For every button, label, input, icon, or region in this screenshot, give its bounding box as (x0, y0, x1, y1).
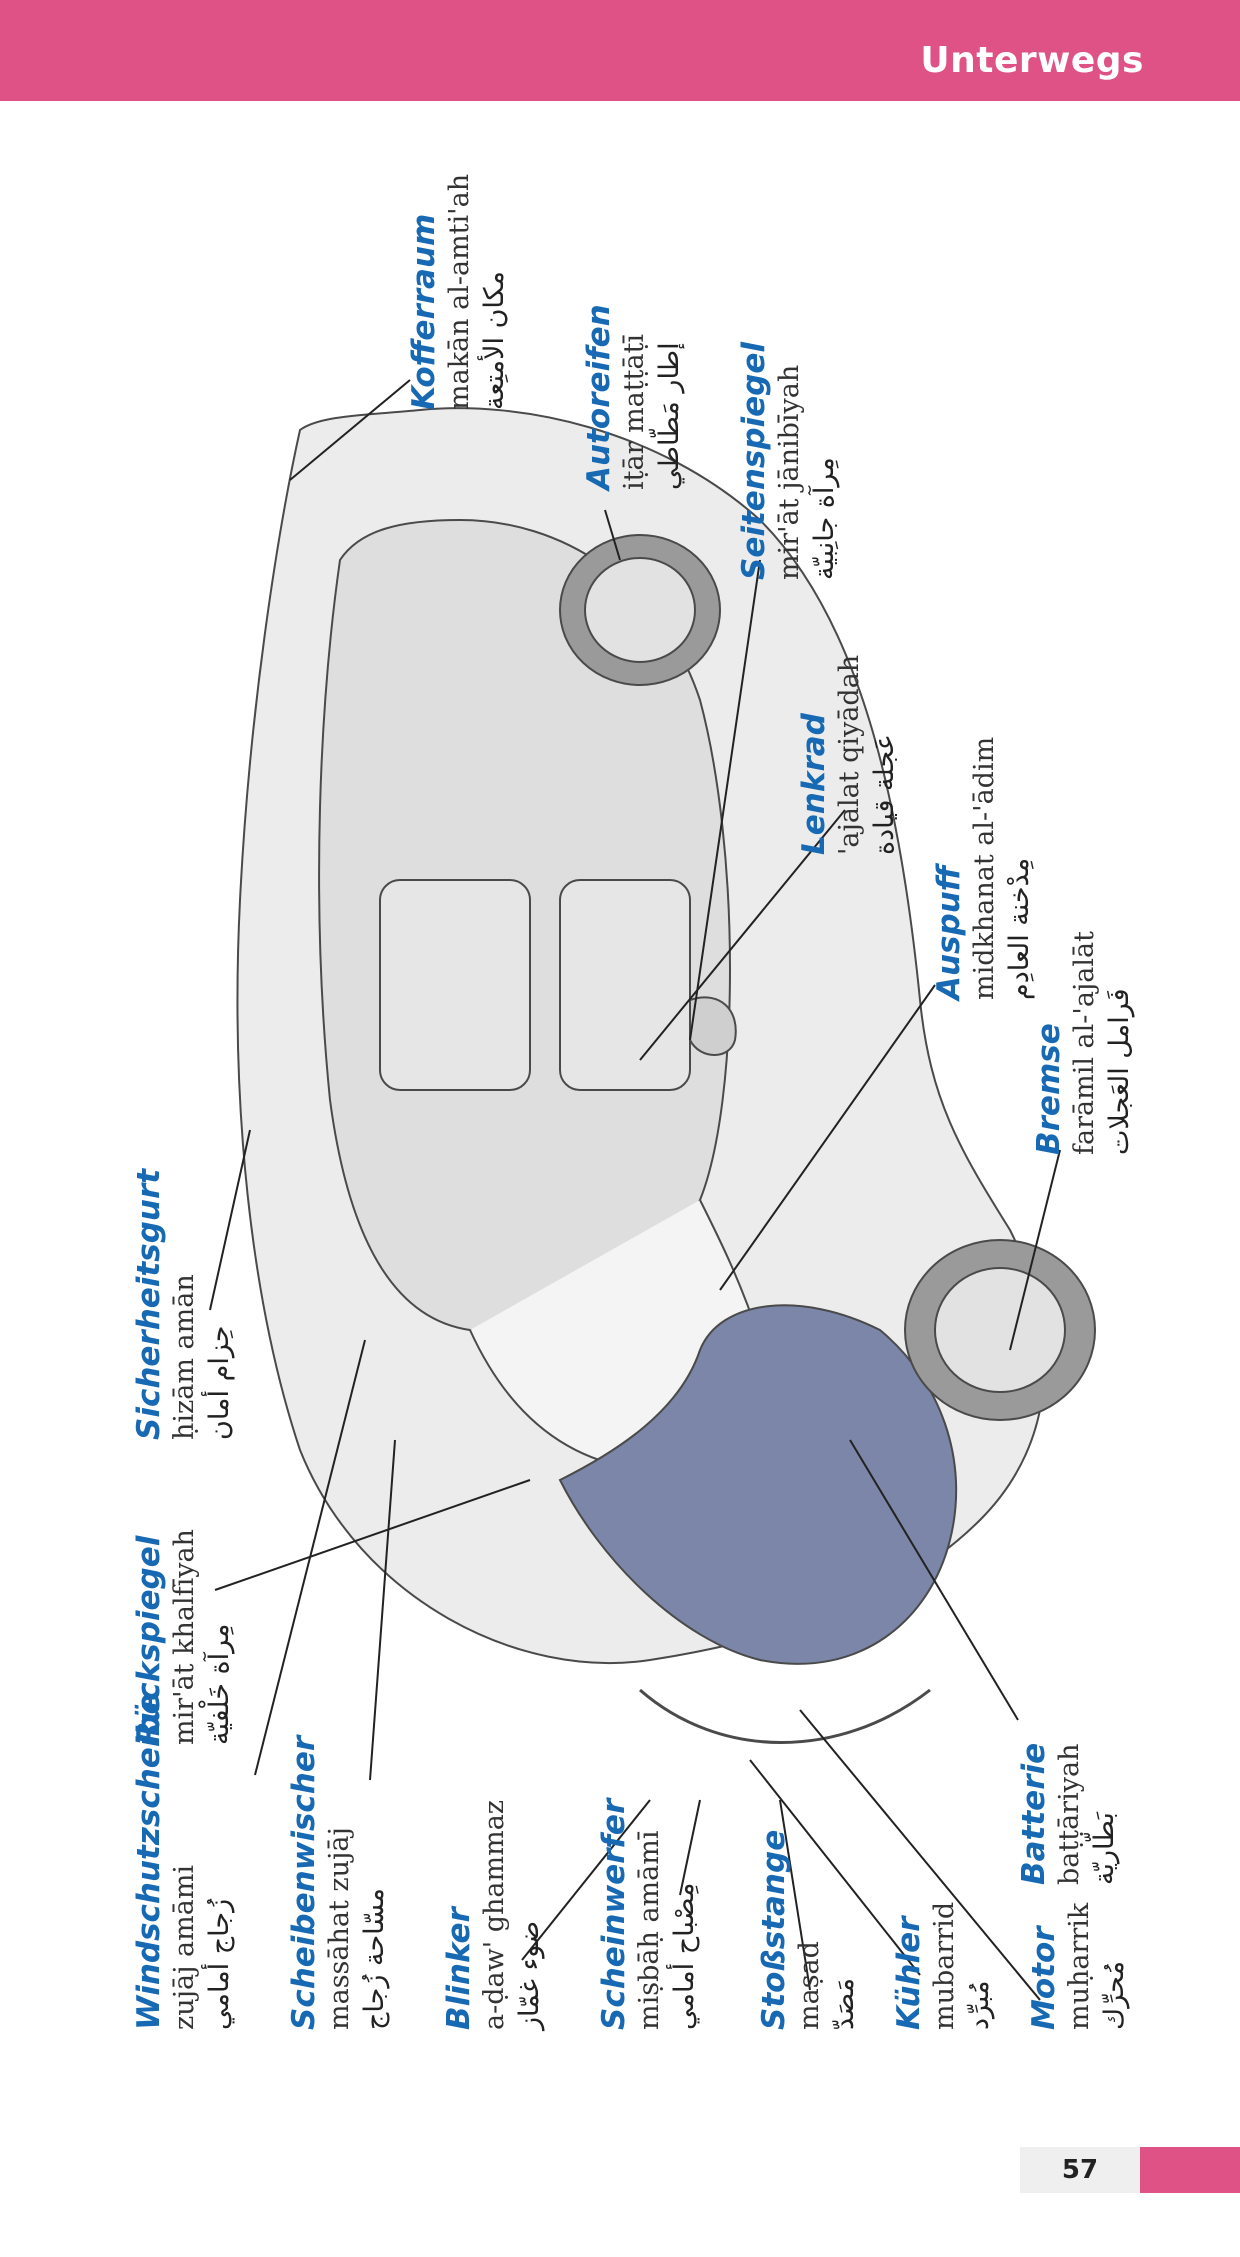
label-transliteration: ḥizām amān (169, 1274, 200, 1440)
label-batterie: Batterie baṭṭāriyah بَطّاريّة (1015, 1743, 1123, 1885)
label-arabic: مسّاحة زُجاج (359, 1888, 390, 2030)
label-transliteration: miṣbāḥ amāmī (634, 1830, 665, 2030)
car-body (236, 407, 1096, 1744)
footer-accent (1140, 2147, 1240, 2193)
leader-lines (209, 379, 1061, 2001)
label-german: Kofferraum (406, 213, 442, 410)
label-arabic: مِرآة خَلْفيّة (204, 1623, 235, 1746)
label-stossstange: Stoßstange maṣad مَصَدّ (755, 1830, 863, 2030)
label-scheibenwischer: Scheibenwischer massāhat zujāj مسّاحة زُ… (285, 1736, 393, 2030)
label-scheinwerfer: Scheinwerfer miṣbāḥ amāmī مِصْباح أمامي (595, 1799, 703, 2030)
label-transliteration: mir'āt khalfīyah (169, 1529, 200, 1745)
label-transliteration: mubarrid (929, 1901, 960, 2030)
label-arabic: ضوء غمّاز (514, 1920, 545, 2030)
label-arabic: مُبرِّد (964, 1980, 995, 2030)
label-transliteration: a-ḍaw' ghammaz (479, 1799, 510, 2030)
label-arabic: حِزام أمان (204, 1325, 235, 1440)
label-german: Lenkrad (796, 713, 832, 855)
label-german: Rückspiegel (131, 1535, 167, 1745)
label-kofferraum: Kofferraum makān al-amti'ah مكان الأمتِع… (405, 174, 513, 410)
label-arabic: مِصْباح أمامي (669, 1882, 700, 2030)
label-transliteration: baṭṭāriyah (1054, 1743, 1085, 1885)
label-transliteration: muḥarrik (1064, 1902, 1095, 2030)
label-german: Autoreifen (581, 304, 617, 490)
page-title: Unterwegs (920, 40, 1144, 81)
label-sicherheitsgurt: Sicherheitsgurt ḥizām amān حِزام أمان (130, 1169, 238, 1440)
label-arabic: فَرامل العَجلات (1104, 988, 1135, 1155)
label-transliteration: 'ajalat qiyādah (834, 654, 865, 855)
label-german: Kühler (891, 1916, 927, 2030)
label-german: Scheibenwischer (286, 1735, 322, 2030)
label-arabic: إطار مَطّاطي (654, 342, 685, 490)
label-arabic: مُحرِّك (1099, 1960, 1130, 2030)
label-transliteration: iṭār maṭṭāṭī (619, 333, 650, 490)
label-german: Scheinwerfer (596, 1798, 632, 2030)
label-kuehler: Kühler mubarrid مُبرِّد (890, 1902, 998, 2030)
label-german: Seitenspiegel (736, 341, 772, 580)
label-arabic: بَطّاريّة (1089, 1812, 1120, 1885)
label-blinker: Blinker a-ḍaw' ghammaz ضوء غمّاز (440, 1800, 548, 2030)
label-transliteration: maṣad (794, 1941, 825, 2030)
label-auspuff: Auspuff midkhanat al-'ādim مِدْخنة العاد… (930, 737, 1038, 1000)
label-rueckspiegel: Rückspiegel mir'āt khalfīyah مِرآة خَلْف… (130, 1529, 238, 1745)
page-number: 57 (1061, 2155, 1099, 2185)
label-arabic: مَصَدّ (829, 1977, 860, 2030)
label-german: Stoßstange (756, 1829, 792, 2030)
label-arabic: مِدْخنة العادِم (1004, 857, 1035, 1000)
label-autoreifen: Autoreifen iṭār maṭṭāṭī إطار مَطّاطي (580, 304, 688, 490)
label-transliteration: midkhanat al-'ādim (969, 736, 1000, 1000)
label-seitenspiegel: Seitenspiegel mir'āt jānibīyah مِرآة جان… (735, 342, 843, 580)
label-german: Auspuff (931, 865, 967, 1000)
label-bremse: Bremse farāmil al-'ajalāt فَرامل العَجلا… (1030, 931, 1138, 1155)
label-lenkrad: Lenkrad 'ajalat qiyādah عَجلة قيادة (795, 655, 903, 855)
label-german: Blinker (441, 1907, 477, 2030)
header-bar (0, 0, 1240, 101)
label-arabic: عَجلة قيادة (869, 734, 900, 855)
label-german: Batterie (1016, 1742, 1052, 1885)
label-transliteration: makān al-amti'ah (444, 173, 475, 410)
label-transliteration: mir'āt jānibīyah (774, 364, 805, 580)
label-arabic: مكان الأمتِعة (479, 270, 510, 410)
label-german: Motor (1026, 1926, 1062, 2030)
label-transliteration: farāmil al-'ajalāt (1069, 931, 1100, 1155)
label-motor: Motor muḥarrik مُحرِّك (1025, 1903, 1133, 2030)
label-german: Sicherheitsgurt (131, 1168, 167, 1440)
page-number-box (1020, 2147, 1140, 2193)
label-arabic: مِرآة جانِبيّة (809, 457, 840, 580)
label-transliteration: massāhat zujāj (324, 1827, 355, 2030)
